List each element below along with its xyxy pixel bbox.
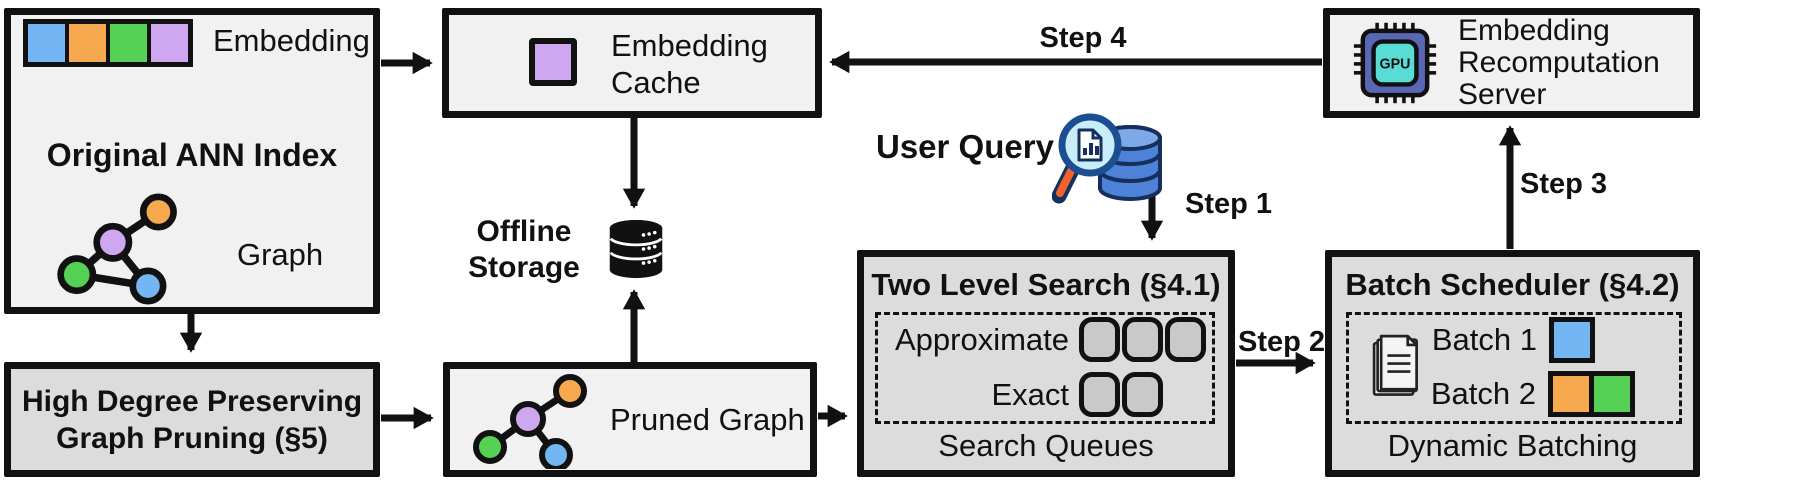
offline-storage-database-icon: [609, 219, 663, 279]
pruned-graph-icon: [473, 374, 587, 469]
batch1-slot-blue: [1549, 317, 1595, 363]
graph-label: Graph: [237, 237, 324, 272]
embedding-cell-purple: [151, 24, 188, 62]
embedding-cell-green: [110, 24, 147, 62]
gpu-chip-icon: GPU: [1353, 22, 1437, 104]
search-queues-caption: Search Queues: [938, 428, 1154, 463]
two-level-search-title: Two Level Search (§4.1): [871, 267, 1221, 302]
queue-slot: [1122, 317, 1163, 362]
batch-scheduler-title: Batch Scheduler (§4.2): [1345, 267, 1680, 302]
exact-queue-row: Exact: [878, 372, 1212, 417]
queue-slot: [1122, 372, 1163, 417]
pruned-graph-label: Pruned Graph: [610, 401, 805, 437]
search-queues-panel: Approximate Exact: [875, 312, 1215, 424]
graph-pruning-box: High Degree Preserving Graph Pruning (§5…: [4, 362, 380, 477]
batch2-slot-orange: [1548, 371, 1594, 417]
offline-storage-label: Offline Storage: [468, 215, 580, 284]
approximate-queue-slots: [1079, 317, 1212, 362]
batch-scheduler-box: Batch Scheduler (§4.2) Batch 1 Batch 2: [1325, 250, 1700, 477]
recomputation-server-box: GPU Embedding Recomputation Server: [1323, 8, 1700, 118]
dynamic-batching-panel: Batch 1 Batch 2: [1346, 312, 1682, 424]
graph-pruning-title: High Degree Preserving Graph Pruning (§5…: [21, 384, 363, 455]
queue-slot: [1079, 372, 1120, 417]
embedding-cell-blue: [28, 24, 65, 62]
embedding-cell-orange: [69, 24, 106, 62]
batch1-row: Batch 1: [1432, 317, 1595, 363]
embedding-label: Embedding: [213, 23, 370, 58]
step4-label: Step 4: [1039, 22, 1127, 54]
recomputation-server-label: Embedding Recomputation Server: [1458, 14, 1660, 111]
step3-label: Step 3: [1520, 168, 1608, 200]
dynamic-batching-caption: Dynamic Batching: [1387, 428, 1638, 463]
cached-embedding-icon: [529, 38, 577, 86]
embedding-cache-box: Embedding Cache: [442, 8, 822, 118]
batch2-slot-green: [1589, 371, 1635, 417]
approximate-queue-row: Approximate: [878, 317, 1212, 362]
batch2-label: Batch 2: [1430, 376, 1536, 411]
embedding-cache-label: Embedding Cache: [611, 28, 768, 100]
user-query-label: User Query: [876, 128, 1054, 165]
user-query-icon: [1052, 113, 1162, 204]
batch2-row: Batch 2: [1431, 371, 1635, 417]
approximate-label: Approximate: [894, 321, 1069, 357]
embedding-vector-icon: [23, 19, 193, 67]
gpu-chip-label: GPU: [1380, 56, 1411, 72]
batch1-label: Batch 1: [1431, 322, 1537, 357]
graph-icon: [57, 193, 177, 305]
step1-label: Step 1: [1185, 188, 1273, 220]
queue-slot: [1079, 317, 1120, 362]
ann-index-title: Original ANN Index: [46, 137, 338, 173]
queue-slot: [1165, 317, 1206, 362]
step2-label: Step 2: [1238, 326, 1326, 358]
two-level-search-box: Two Level Search (§4.1) Approximate Exac…: [857, 250, 1235, 477]
exact-queue-slots: [1079, 372, 1212, 417]
pruned-graph-box: Pruned Graph: [443, 362, 817, 477]
original-ann-index-box: Embedding Original ANN Index Graph: [4, 8, 380, 314]
documents-icon: [1372, 334, 1418, 396]
exact-label: Exact: [991, 376, 1069, 412]
